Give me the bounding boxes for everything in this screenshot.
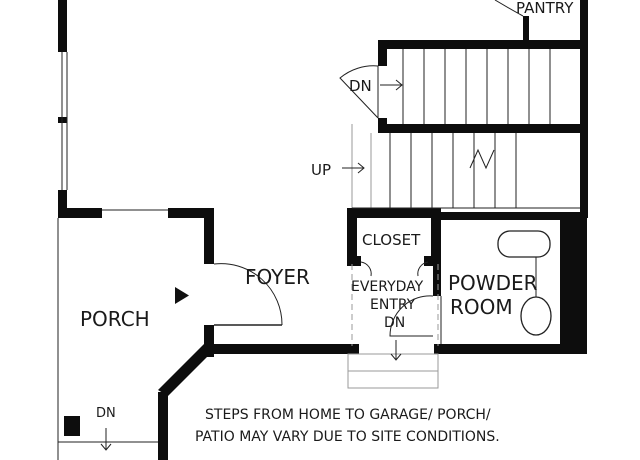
entry-dn-arrow-icon [390,340,402,361]
closet-wall-bottom-right [424,256,441,266]
porch-dn-arrow-icon [100,428,112,451]
pantry-door-swing [494,0,524,17]
label-powder-1: POWDER [448,271,538,295]
site-note-line-1: STEPS FROM HOME TO GARAGE/ PORCH/ [205,407,491,423]
stair-wall-left-lower [378,118,387,128]
foyer-wall-left-upper [204,208,214,264]
stair-wall-top [378,40,588,49]
label-powder-2: ROOM [450,295,513,319]
closet-wall-right [431,208,441,266]
label-everyday-entry-3: DN [384,315,405,331]
label-foyer: FOYER [245,265,310,289]
garage-wall-left-vertical [158,392,168,460]
labels: PANTRY DN UP CLOSET FOYER PORCH EVERYDAY… [80,0,574,445]
porch-post-marker [64,416,80,436]
stair-wall-left-upper [378,40,387,66]
garage-wall-diagonal [158,344,214,396]
closet-wall-top [347,208,441,218]
porch-top-wall-left [58,208,102,218]
powder-door-swing [389,295,434,337]
label-pantry: PANTRY [516,0,574,17]
stair-wall-middle [378,124,588,133]
east-wall [580,0,588,218]
closet-door-swing-right [417,261,429,277]
foyer-door-swing [213,263,283,326]
label-stair-dn: DN [349,77,372,95]
garage-wall-horizontal [204,344,359,354]
label-stair-up: UP [311,161,331,179]
foyer-wall-left-lower [204,325,214,357]
walls [58,0,588,460]
label-closet: CLOSET [362,231,421,249]
garage-wall-horizontal-right [434,344,587,354]
label-everyday-entry-1: EVERYDAY [351,279,424,295]
stair-dn-arrow-icon [380,79,403,91]
exterior-wall-left-low [58,190,67,214]
exterior-wall-left-top [58,0,67,52]
label-everyday-entry-2: ENTRY [370,297,416,313]
closet-wall-left [347,208,357,266]
label-porch-dn: DN [96,406,116,421]
stair-up-arrow-icon [342,162,365,174]
site-note-line-2: PATIO MAY VARY DUE TO SITE CONDITIONS. [195,429,500,445]
powder-wall-left [433,256,441,296]
label-porch: PORCH [80,307,150,331]
stair-treads-down [402,49,551,124]
entry-arrow-icon [175,287,189,304]
pantry-wall-stub [523,16,529,46]
powder-wall-top [431,212,587,220]
powder-wall-right-thick [560,212,587,344]
closet-wall-bottom-left [347,256,361,266]
porch-top-wall-right [168,208,214,218]
stair-treads-up [351,124,580,209]
stair-door-swing [339,65,379,119]
toilet-icon [497,230,552,336]
closet-door-swing-left [360,261,372,277]
fixtures [57,0,580,460]
